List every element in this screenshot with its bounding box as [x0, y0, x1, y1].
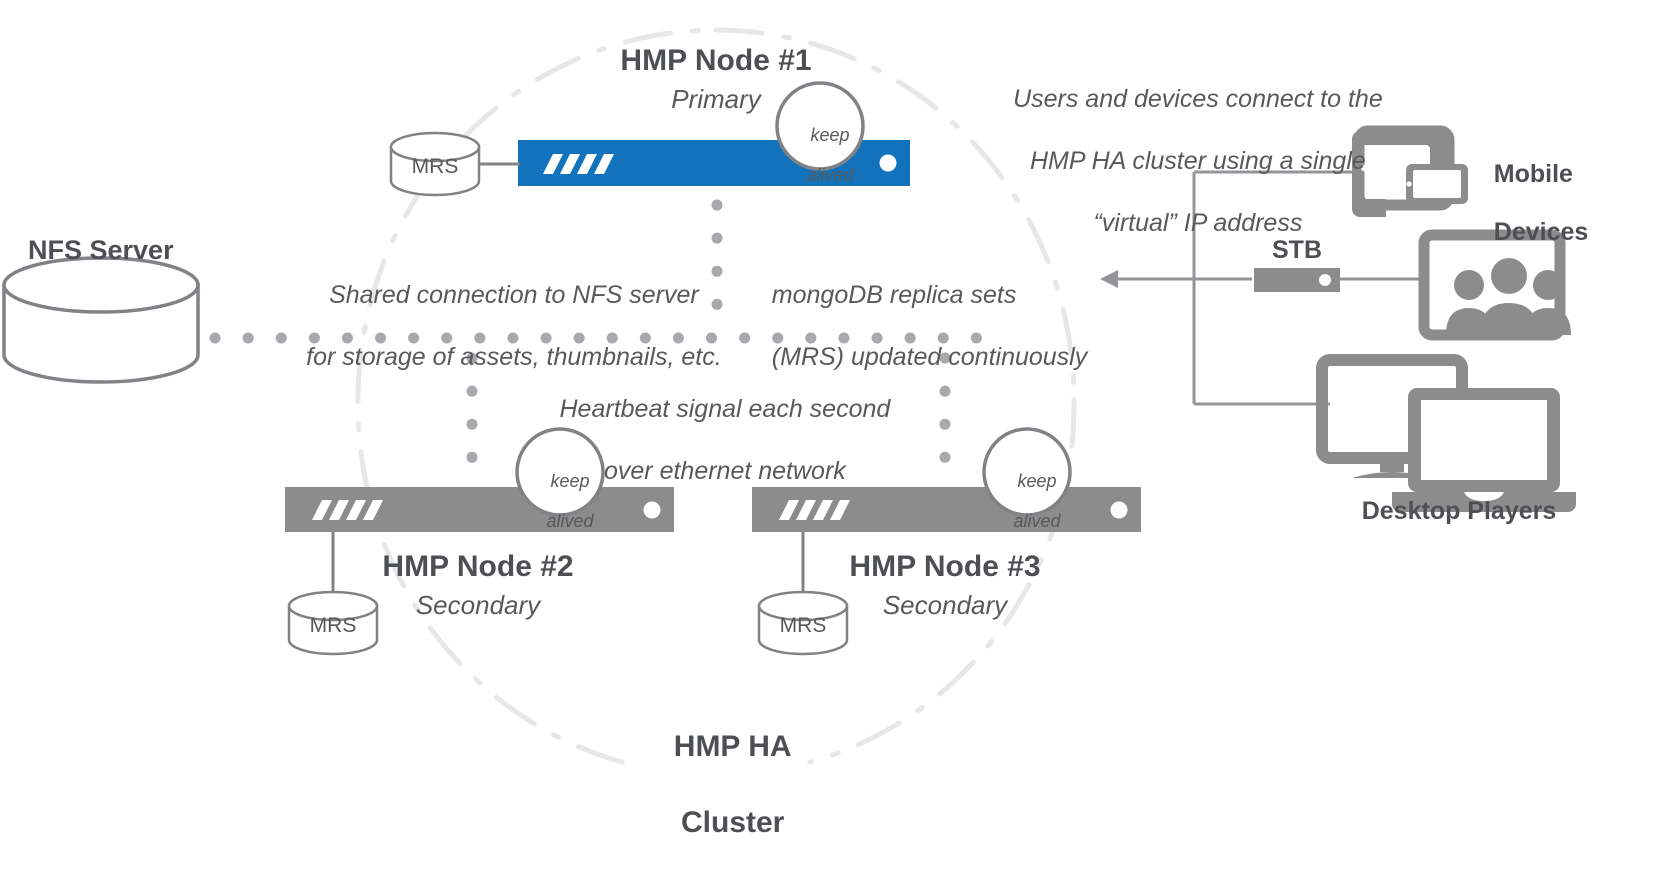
keepalived-line-2: alived [1013, 511, 1061, 531]
keepalived-line-1: keep [810, 125, 850, 145]
heartbeat-line-1: Heartbeat signal each second [559, 395, 891, 423]
cluster-label-line-1: HMP HA [673, 730, 792, 763]
hmp-node-1-keepalived-label: keep alived [780, 105, 860, 205]
desktop-players-label: Desktop Players [1361, 497, 1557, 525]
monitor-laptop-icon [1316, 354, 1576, 512]
nfs-connection-annotation: Shared connection to NFS server for stor… [278, 249, 721, 404]
keepalived-line-1: keep [550, 471, 590, 491]
keepalived-line-1: keep [1017, 471, 1057, 491]
nfs-note-line-1: Shared connection to NFS server [329, 281, 699, 309]
mobile-label-line-1: Mobile [1493, 160, 1573, 188]
hmp-node-2-keepalived-label: keep alived [520, 451, 600, 551]
virtual-ip-line-3: “virtual” IP address [1093, 209, 1303, 237]
nfs-note-line-2: for storage of assets, thumbnails, etc. [306, 343, 722, 371]
stb-label: STB [1272, 236, 1322, 264]
hmp-node-3-keepalived-label: keep alived [987, 451, 1067, 551]
hmp-node-3-role: Secondary [882, 590, 1008, 620]
hmp-node-1-keepalived-badge [775, 81, 865, 171]
set-top-box-icon [1254, 268, 1340, 292]
mongodb-replica-annotation: mongoDB replica sets (MRS) updated conti… [744, 249, 1087, 404]
mobile-devices-icon [1352, 125, 1468, 217]
keepalived-line-2: alived [546, 511, 594, 531]
hmp-node-1-mrs-db [389, 131, 520, 197]
hmp-node-2-chassis [285, 487, 674, 532]
hmp-node-2-mrs-label: MRS [309, 614, 357, 637]
hmp-node-3-chassis [752, 487, 1141, 532]
hmp-node-1-mrs-label: MRS [411, 155, 459, 178]
virtual-ip-line-1: Users and devices connect to the [1013, 85, 1383, 113]
diagram-canvas: .ring{fill:none;stroke:#E6E7E8;stroke-wi… [2, 27, 1589, 839]
nfs-server-label: NFS Server [28, 235, 174, 265]
hmp-node-2-keepalived-badge [515, 427, 605, 517]
hmp-node-2-title: HMP Node #2 [382, 550, 574, 583]
hmp-node-3-mrs-db [757, 532, 849, 656]
tv-viewers-icon [1418, 229, 1571, 341]
diagram-graphics: .ring{fill:none;stroke:#E6E7E8;stroke-wi… [2, 27, 1576, 765]
virtual-ip-annotation: Users and devices connect to the HMP HA … [985, 53, 1383, 270]
client-network-lines [1100, 170, 1424, 406]
nfs-server-icon [2, 256, 200, 384]
hmp-node-3-keepalived-badge [982, 427, 1072, 517]
heartbeat-line-2: over ethernet network [603, 457, 846, 485]
virtual-ip-line-2: HMP HA cluster using a single [1030, 147, 1366, 175]
hmp-node-1-title: HMP Node #1 [620, 44, 812, 77]
cluster-label-line-2: Cluster [680, 806, 785, 839]
ha-cluster-label: HMP HA Cluster [640, 690, 792, 880]
hmp-node-2-mrs-db [287, 532, 379, 656]
mongo-note-line-1: mongoDB replica sets [771, 281, 1017, 309]
hmp-node-3-mrs-label: MRS [779, 614, 827, 637]
mongo-note-line-2: (MRS) updated continuously [771, 343, 1088, 371]
hmp-node-2-role: Secondary [415, 590, 541, 620]
mobile-devices-label: Mobile Devices [1466, 131, 1589, 276]
mobile-label-line-2: Devices [1493, 218, 1589, 246]
hmp-node-3-title: HMP Node #3 [849, 550, 1041, 583]
keepalived-line-2: alived [806, 165, 854, 185]
heartbeat-annotation: Heartbeat signal each second over ethern… [532, 363, 891, 518]
hmp-node-1-role: Primary [671, 84, 761, 114]
